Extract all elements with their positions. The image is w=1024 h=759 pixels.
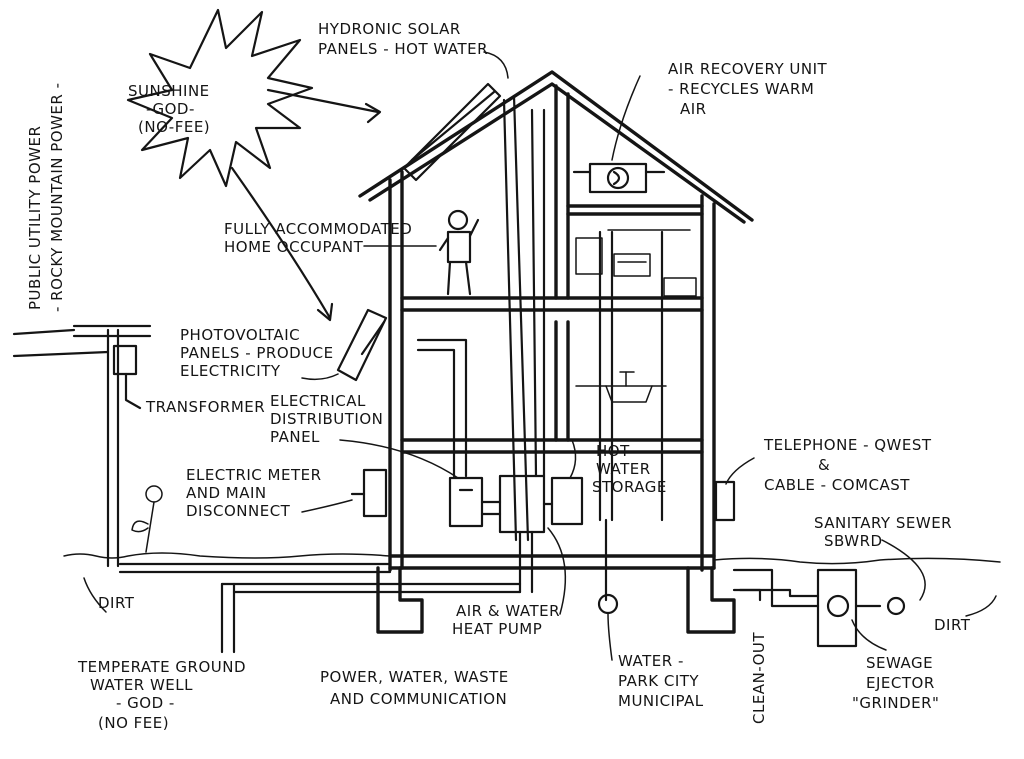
label-sewage-ejector-line1: SEWAGE xyxy=(866,654,933,672)
label-telephone-line1: TELEPHONE - QWEST xyxy=(763,436,932,454)
label-air-recovery: AIR RECOVERY UNIT - RECYCLES WARM AIR xyxy=(668,60,828,118)
label-ground-well-line3: - GOD - xyxy=(116,694,175,712)
leader-lines xyxy=(83,51,997,661)
label-sunshine-line1: SUNSHINE xyxy=(128,82,210,100)
sun-arrow-to-pv xyxy=(230,166,334,322)
label-electrical-panel-line2: DISTRIBUTION xyxy=(270,410,383,428)
label-air-recovery-line2: - RECYCLES WARM xyxy=(668,80,814,98)
label-telephone-line3: CABLE - COMCAST xyxy=(764,476,910,494)
electric-meter-box xyxy=(350,468,388,518)
label-air-recovery-line1: AIR RECOVERY UNIT xyxy=(668,60,828,78)
hydronic-solar-panel xyxy=(402,82,502,182)
air-recovery-unit xyxy=(572,162,666,194)
power-pole xyxy=(12,324,152,568)
label-heat-pump: AIR & WATER HEAT PUMP xyxy=(452,602,560,638)
label-public-utility-line1: PUBLIC UTILITY POWER xyxy=(26,126,44,310)
label-hydronic-line2: PANELS - HOT WATER xyxy=(318,40,488,58)
sewage-ejector-box xyxy=(816,568,906,648)
label-heat-pump-line2: HEAT PUMP xyxy=(452,620,542,638)
house-outline xyxy=(358,70,754,572)
label-sewage-ejector-line3: "GRINDER" xyxy=(852,694,939,712)
ground-line xyxy=(63,552,1001,565)
label-ground-well: TEMPERATE GROUND WATER WELL - GOD - (NO … xyxy=(77,658,246,732)
label-clean-out: CLEAN-OUT xyxy=(750,632,768,724)
sun-icon xyxy=(126,8,314,188)
label-photovoltaic-line3: ELECTRICITY xyxy=(180,362,281,380)
sun-arrow-to-house xyxy=(266,88,382,124)
label-water-municipal-line2: PARK CITY xyxy=(618,672,699,690)
label-electrical-panel: ELECTRICAL DISTRIBUTION PANEL xyxy=(270,392,383,446)
label-sunshine-line2: -GOD- xyxy=(146,100,195,118)
label-photovoltaic-line1: PHOTOVOLTAIC xyxy=(180,326,300,344)
bathroom-fixtures xyxy=(575,229,697,297)
telephone-cable-box xyxy=(714,480,736,522)
label-ground-well-line2: WATER WELL xyxy=(90,676,193,694)
label-hot-water-line3: STORAGE xyxy=(592,478,667,496)
label-sanitary-sewer-line2: SBWRD xyxy=(824,532,883,550)
label-power-water-line1: POWER, WATER, WASTE xyxy=(320,668,509,686)
label-meter-line3: DISCONNECT xyxy=(186,502,291,520)
label-water-municipal-line3: MUNICIPAL xyxy=(618,692,704,710)
label-hot-water: HOT WATER STORAGE xyxy=(592,442,667,496)
label-photovoltaic-line2: PANELS - PRODUCE xyxy=(180,344,334,362)
label-sunshine: SUNSHINE -GOD- (NO-FEE) xyxy=(128,82,210,136)
label-public-utility: PUBLIC UTILITY POWER - ROCKY MOUNTAIN PO… xyxy=(26,83,66,313)
label-meter-line1: ELECTRIC METER xyxy=(186,466,322,484)
label-hydronic-line1: HYDRONIC SOLAR xyxy=(318,20,461,38)
hot-water-storage-tank xyxy=(542,476,584,526)
label-electrical-panel-line1: ELECTRICAL xyxy=(270,392,366,410)
home-occupant-figure xyxy=(438,209,480,296)
label-photovoltaic: PHOTOVOLTAIC PANELS - PRODUCE ELECTRICIT… xyxy=(180,326,334,380)
label-air-recovery-line3: AIR xyxy=(680,100,707,118)
label-telephone: TELEPHONE - QWEST & CABLE - COMCAST xyxy=(763,436,932,494)
label-occupant: FULLY ACCOMMODATED HOME OCCUPANT xyxy=(224,220,412,256)
label-power-water: POWER, WATER, WASTE AND COMMUNICATION xyxy=(320,668,509,708)
label-telephone-line2: & xyxy=(818,456,830,474)
underground-service-lines xyxy=(118,530,820,654)
label-transformer: TRANSFORMER xyxy=(145,398,265,416)
heat-pump-unit xyxy=(480,474,546,534)
label-dirt-right: DIRT xyxy=(934,616,971,634)
label-occupant-line1: FULLY ACCOMMODATED xyxy=(224,220,412,238)
label-hot-water-line1: HOT xyxy=(596,442,630,460)
flower-icon xyxy=(131,485,163,553)
label-power-water-line2: AND COMMUNICATION xyxy=(330,690,507,708)
label-ground-well-line4: (NO FEE) xyxy=(98,714,169,732)
label-meter: ELECTRIC METER AND MAIN DISCONNECT xyxy=(186,466,322,520)
supply-pipes xyxy=(416,230,664,602)
label-sunshine-line3: (NO-FEE) xyxy=(138,118,210,136)
hot-water-riser-pipes xyxy=(502,94,546,542)
label-heat-pump-line1: AIR & WATER xyxy=(456,602,560,620)
label-water-municipal: WATER - PARK CITY MUNICIPAL xyxy=(618,652,704,710)
label-public-utility-line2: - ROCKY MOUNTAIN POWER - xyxy=(48,83,66,313)
label-meter-line2: AND MAIN xyxy=(186,484,267,502)
label-occupant-line2: HOME OCCUPANT xyxy=(224,238,364,256)
label-hot-water-line2: WATER xyxy=(596,460,651,478)
water-meter-valve xyxy=(597,593,619,615)
label-water-municipal-line1: WATER - xyxy=(618,652,684,670)
photovoltaic-panel xyxy=(336,308,388,382)
electrical-distribution-panel xyxy=(448,476,484,528)
foundation-footings xyxy=(376,566,736,634)
label-ground-well-line1: TEMPERATE GROUND xyxy=(77,658,246,676)
label-sanitary-sewer: SANITARY SEWER SBWRD xyxy=(814,514,952,550)
label-hydronic: HYDRONIC SOLAR PANELS - HOT WATER xyxy=(318,20,488,58)
kitchen-sink xyxy=(575,371,667,403)
label-electrical-panel-line3: PANEL xyxy=(270,428,320,446)
label-sewage-ejector-line2: EJECTOR xyxy=(866,674,935,692)
label-sewage-ejector: SEWAGE EJECTOR "GRINDER" xyxy=(852,654,939,712)
label-sanitary-sewer-line1: SANITARY SEWER xyxy=(814,514,952,532)
label-dirt-left: DIRT xyxy=(98,594,135,612)
